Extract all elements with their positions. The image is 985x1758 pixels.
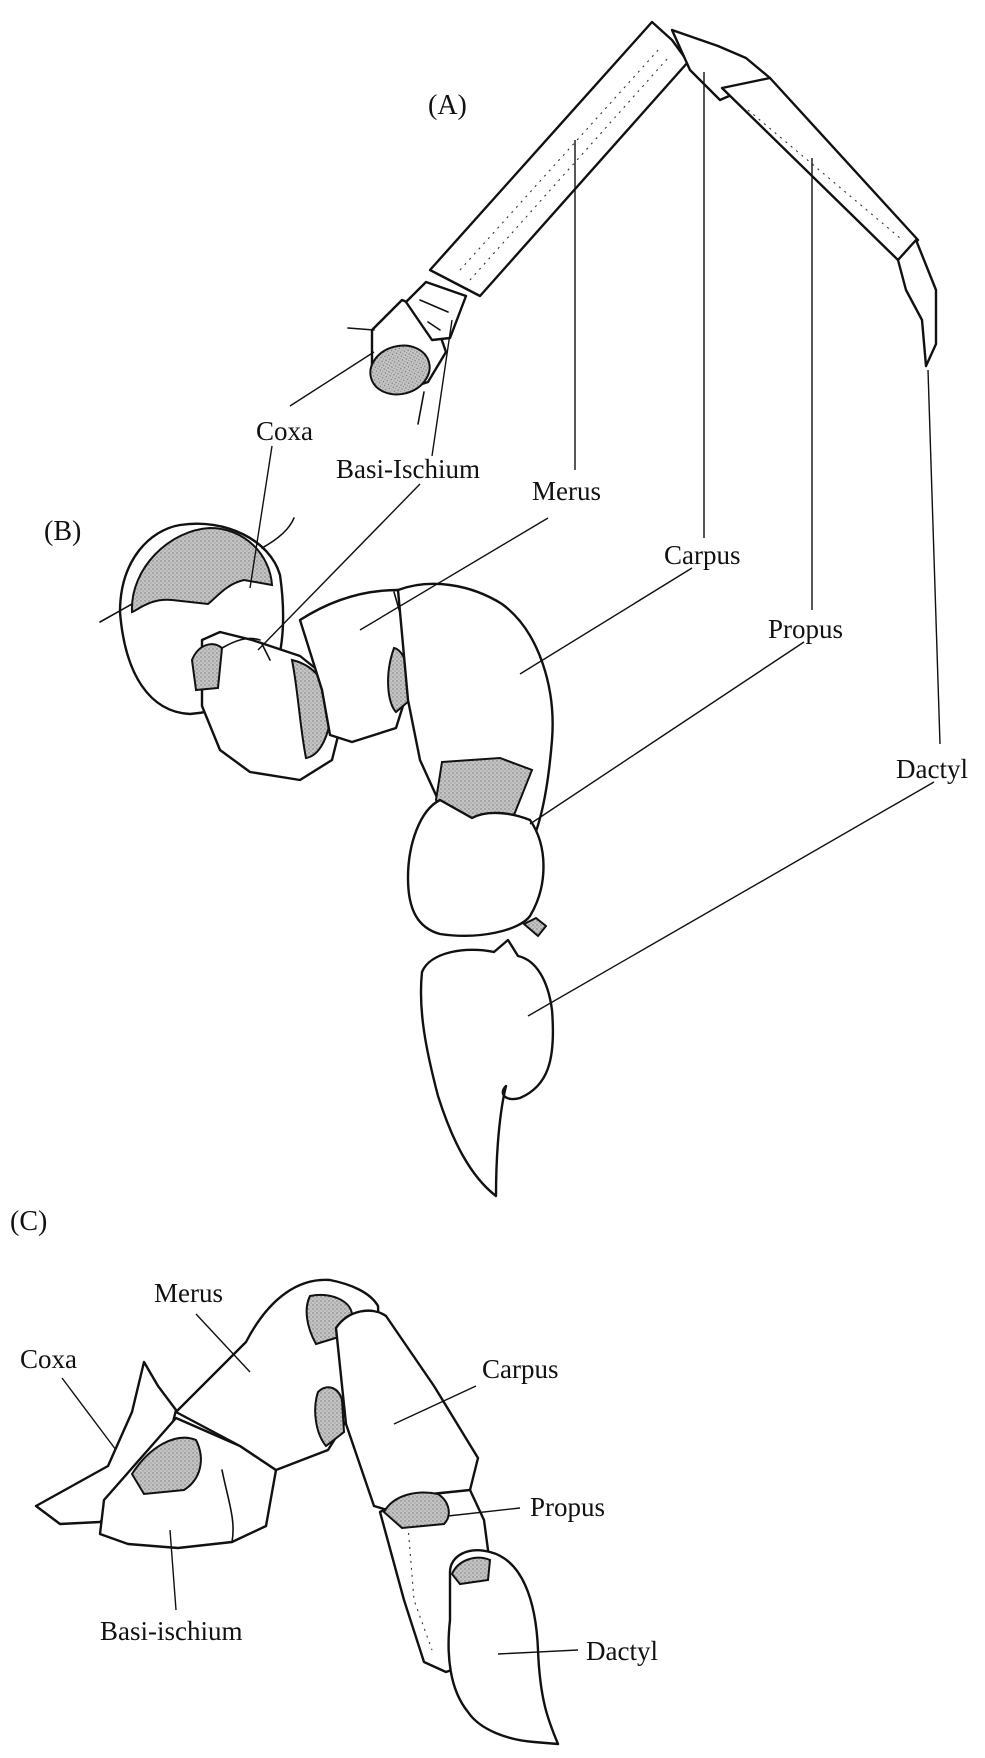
panel-c-tag: (C) [10, 1206, 47, 1237]
panel-b-dactyl [421, 940, 553, 1196]
label-basi-ischium-b: Basi-Ischium [336, 454, 480, 484]
label-carpus-b: Carpus [664, 540, 741, 570]
label-coxa-b: Coxa [256, 416, 313, 446]
panel-b-tag: (B) [44, 516, 81, 547]
label-basi-ischium-c: Basi-ischium [100, 1616, 243, 1646]
leader-dactyl-a [928, 370, 940, 744]
label-coxa-c: Coxa [20, 1344, 77, 1374]
label-merus-b: Merus [532, 476, 601, 506]
leader-merus-c [196, 1314, 250, 1372]
label-propus-b: Propus [768, 614, 843, 644]
panel-a-leg-drawing [348, 22, 936, 424]
panel-c-merus-articulation-side [315, 1387, 344, 1446]
label-dactyl-b: Dactyl [896, 754, 968, 784]
panel-a-tag: (A) [428, 90, 467, 121]
label-carpus-c: Carpus [482, 1354, 559, 1384]
panel-c-carpus [336, 1311, 478, 1516]
label-dactyl-c: Dactyl [586, 1636, 658, 1666]
panel-a-propus [722, 78, 918, 260]
panel-a-merus [430, 22, 688, 296]
label-merus-c: Merus [154, 1278, 223, 1308]
panel-b-leg-drawing [100, 518, 553, 1196]
label-propus-c: Propus [530, 1492, 605, 1522]
leader-coxa-c [62, 1378, 116, 1450]
panel-b-propus [408, 800, 544, 936]
leader-propus-b [530, 642, 804, 824]
leader-carpus-b [520, 568, 692, 674]
leader-coxa-b-to-a [290, 352, 374, 406]
leader-dactyl-b [528, 782, 934, 1016]
panel-b-basi-articulation-left [192, 644, 222, 690]
panel-a-dactyl [898, 240, 936, 366]
